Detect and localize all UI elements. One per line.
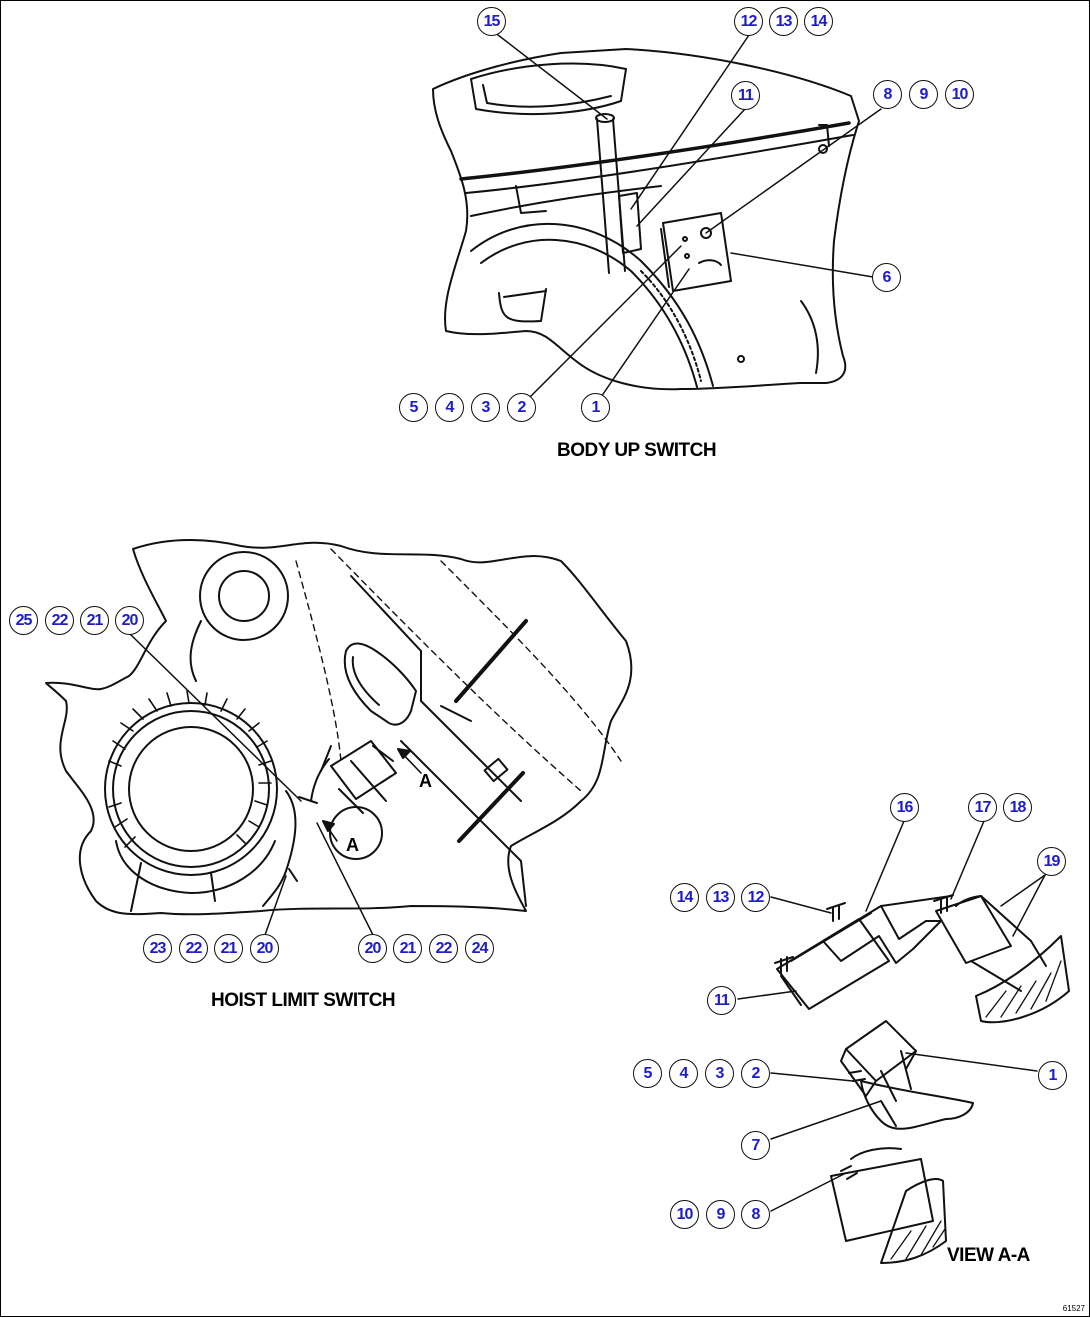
callout-10: 10 bbox=[945, 80, 974, 109]
callout-9: 9 bbox=[706, 1200, 735, 1229]
callout-4: 4 bbox=[435, 393, 464, 422]
figure-number: 61527 bbox=[1062, 1304, 1085, 1313]
callout-9: 9 bbox=[909, 80, 938, 109]
callout-5: 5 bbox=[399, 393, 428, 422]
body-up-switch-caption: BODY UP SWITCH bbox=[557, 440, 717, 461]
callout-20: 20 bbox=[250, 934, 279, 963]
callout-5: 5 bbox=[633, 1059, 662, 1088]
callout-20: 20 bbox=[358, 934, 387, 963]
callout-23: 23 bbox=[143, 934, 172, 963]
callout-8: 8 bbox=[873, 80, 902, 109]
callout-18: 18 bbox=[1003, 793, 1032, 822]
callout-3: 3 bbox=[705, 1059, 734, 1088]
hoist-limit-switch-drawing bbox=[45, 539, 633, 936]
callout-22: 22 bbox=[45, 606, 74, 635]
callout-3: 3 bbox=[471, 393, 500, 422]
section-arrow-label-a: A bbox=[419, 771, 432, 791]
callout-14: 14 bbox=[804, 7, 833, 36]
callout-14: 14 bbox=[670, 883, 699, 912]
view-aa-caption: VIEW A-A bbox=[947, 1245, 1030, 1266]
callout-2: 2 bbox=[507, 393, 536, 422]
callout-21: 21 bbox=[393, 934, 422, 963]
callout-12: 12 bbox=[741, 883, 770, 912]
callout-2: 2 bbox=[741, 1059, 770, 1088]
callout-11: 11 bbox=[731, 81, 760, 110]
callout-1: 1 bbox=[1038, 1061, 1067, 1090]
callout-24: 24 bbox=[465, 934, 494, 963]
callout-1: 1 bbox=[581, 393, 610, 422]
callout-19: 19 bbox=[1037, 847, 1066, 876]
callout-22: 22 bbox=[429, 934, 458, 963]
callout-12: 12 bbox=[734, 7, 763, 36]
callout-7: 7 bbox=[741, 1131, 770, 1160]
callout-13: 13 bbox=[706, 883, 735, 912]
hoist-limit-switch-caption: HOIST LIMIT SWITCH bbox=[211, 990, 396, 1011]
callout-21: 21 bbox=[214, 934, 243, 963]
callout-13: 13 bbox=[769, 7, 798, 36]
callout-4: 4 bbox=[669, 1059, 698, 1088]
detail-circle-label-a: A bbox=[346, 835, 359, 855]
callout-22: 22 bbox=[179, 934, 208, 963]
view-aa-drawing bbox=[737, 820, 1070, 1264]
callout-21: 21 bbox=[80, 606, 109, 635]
callout-11: 11 bbox=[707, 986, 736, 1015]
callout-15: 15 bbox=[477, 7, 506, 36]
callout-25: 25 bbox=[9, 606, 38, 635]
callout-6: 6 bbox=[872, 263, 901, 292]
callout-10: 10 bbox=[670, 1200, 699, 1229]
callout-17: 17 bbox=[968, 793, 997, 822]
body-up-switch-drawing bbox=[432, 34, 882, 398]
callout-8: 8 bbox=[741, 1200, 770, 1229]
callout-20: 20 bbox=[115, 606, 144, 635]
callout-16: 16 bbox=[890, 793, 919, 822]
